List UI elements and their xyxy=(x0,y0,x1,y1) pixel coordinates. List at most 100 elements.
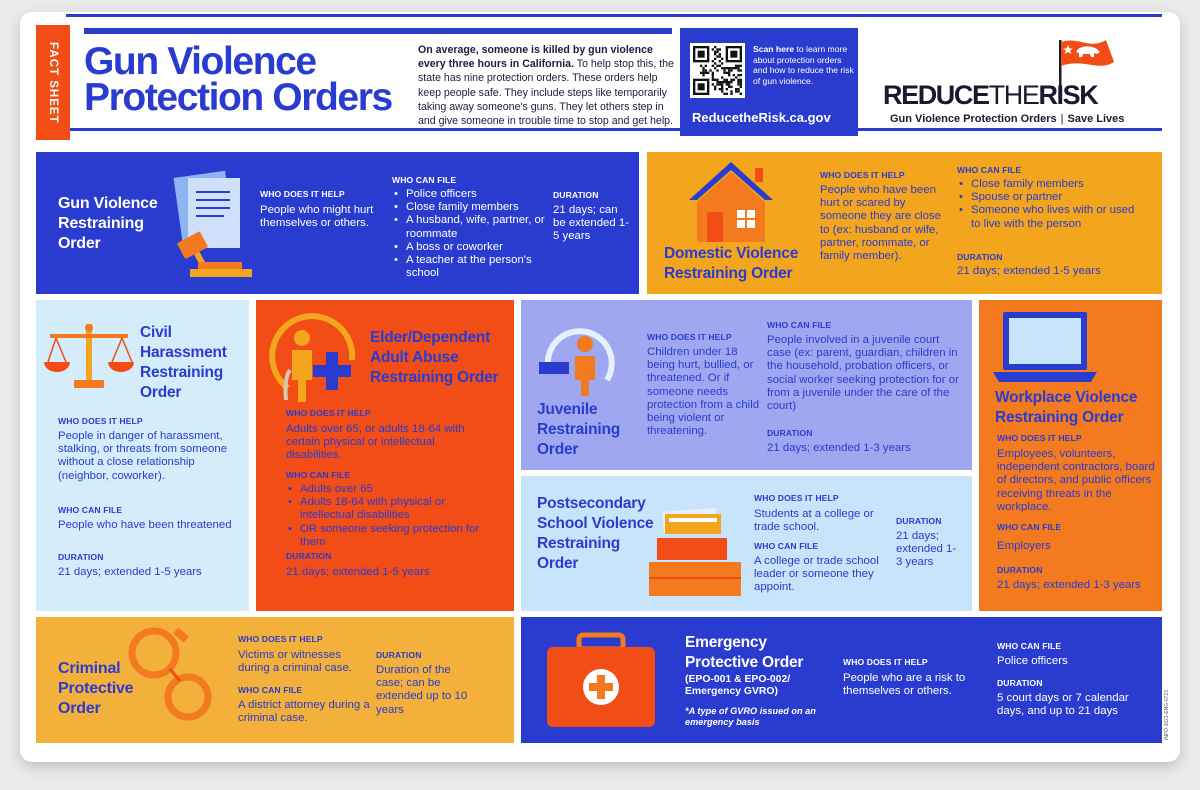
criminal-duration-label: DURATION xyxy=(376,650,422,660)
logo-tagline-left: Gun Violence Protection Orders xyxy=(890,113,1057,125)
workplace-duration-label: DURATION xyxy=(997,565,1043,575)
header-accent-bar xyxy=(84,28,672,34)
postsecondary-duration-text: 21 days; extended 1-3 years xyxy=(896,530,957,569)
dvro-who-file-label: WHO CAN FILE xyxy=(957,165,1022,175)
elder-title: Elder/Dependent Adult Abuse Restraining … xyxy=(370,329,499,386)
books-icon xyxy=(649,507,741,596)
gvro-who-help-label: WHO DOES IT HELP xyxy=(260,189,345,199)
workplace-card: Workplace Violence Restraining Order WHO… xyxy=(979,300,1162,611)
juvenile-who-help-text: Children under 18 being hurt, bullied, o… xyxy=(647,346,760,438)
elder-who-file-label: WHO CAN FILE xyxy=(286,470,351,480)
logo-tagline-right: Save Lives xyxy=(1067,113,1125,125)
juvenile-who-file-label: WHO CAN FILE xyxy=(767,320,832,330)
logo-reduce: REDUCE xyxy=(883,80,990,110)
dvro-who-help-text: People who have been hurt or scared by s… xyxy=(820,184,941,263)
elder-duration-label: DURATION xyxy=(286,551,332,561)
criminal-who-help-text: Victims or witnesses during a criminal c… xyxy=(238,649,352,675)
website-link[interactable]: ReducetheRisk.ca.gov xyxy=(692,110,831,125)
gvro-who-help-text: People who might hurt themselves or othe… xyxy=(260,204,374,230)
postsecondary-who-file-text: A college or trade school leader or some… xyxy=(754,555,879,594)
reduce-the-risk-logo: REDUCETHERISK xyxy=(883,80,1145,111)
list-item: Adults over 65 xyxy=(288,483,488,496)
epo-who-help-text: People who are a risk to themselves or o… xyxy=(843,672,966,698)
workplace-who-help-text: Employees, volunteers, independent contr… xyxy=(997,448,1155,513)
logo-the: THE xyxy=(988,80,1040,110)
workplace-who-file-label: WHO CAN FILE xyxy=(997,522,1062,532)
civil-who-help-label: WHO DOES IT HELP xyxy=(58,416,143,426)
workplace-who-file-text: Employers xyxy=(997,540,1051,552)
gvro-who-file-label: WHO CAN FILE xyxy=(392,175,457,185)
list-item: Close family members xyxy=(959,178,1144,191)
criminal-card: Criminal Protective Order WHO DOES IT HE… xyxy=(36,617,514,743)
criminal-duration-text: Duration of the case; can be extended up… xyxy=(376,664,468,716)
list-item: A teacher at the person's school xyxy=(394,254,546,280)
civil-who-file-text: People who have been threatened xyxy=(58,519,232,531)
list-item: OR someone seeking protection for them xyxy=(288,523,488,549)
civil-title: Civil Harassment Restraining Order xyxy=(140,324,227,401)
dvro-title: Domestic Violence Restraining Order xyxy=(664,245,799,282)
page-title: Gun Violence Protection Orders xyxy=(84,42,414,119)
document-gavel-icon xyxy=(173,170,252,278)
postsecondary-who-file-label: WHO CAN FILE xyxy=(754,541,819,551)
epo-who-file-text: Police officers xyxy=(997,655,1068,667)
juvenile-who-file-text: People involved in a juvenile court case… xyxy=(767,334,959,413)
civil-who-file-label: WHO CAN FILE xyxy=(58,505,123,515)
header-frame xyxy=(66,14,1162,131)
workplace-title: Workplace Violence Restraining Order xyxy=(995,389,1138,426)
fact-sheet-tag: FACT SHEET xyxy=(36,25,70,140)
elder-medical-icon xyxy=(269,313,356,402)
epo-card: Emergency Protective Order (EPO-001 & EP… xyxy=(521,617,1162,743)
list-item: A husband, wife, partner, or roommate xyxy=(394,214,546,240)
juvenile-title: Juvenile Restraining Order xyxy=(537,401,621,458)
list-item: Someone who lives with or used to live w… xyxy=(959,204,1144,230)
postsecondary-duration-label: DURATION xyxy=(896,516,942,526)
list-item: Spouse or partner xyxy=(959,191,1144,204)
postsecondary-who-help-label: WHO DOES IT HELP xyxy=(754,493,839,503)
epo-note: *A type of GVRO issued on an emergency b… xyxy=(685,706,816,727)
juvenile-card: Juvenile Restraining Order WHO DOES IT H… xyxy=(521,300,972,470)
criminal-title: Criminal Protective Order xyxy=(58,660,134,717)
epo-subtitle: (EPO-001 & EPO-002/ Emergency GVRO) xyxy=(685,674,791,697)
epo-duration-label: DURATION xyxy=(997,678,1043,688)
juvenile-who-help-label: WHO DOES IT HELP xyxy=(647,332,732,342)
juvenile-duration-text: 21 days; extended 1-3 years xyxy=(767,442,911,454)
qr-code-icon[interactable] xyxy=(690,43,745,98)
footer-code: INFO-1021-ENG-0723 xyxy=(1164,690,1170,741)
civil-who-help-text: People in danger of harassment, stalking… xyxy=(58,430,228,482)
criminal-who-file-text: A district attorney during a criminal ca… xyxy=(238,699,370,725)
intro-paragraph: On average, someone is killed by gun vio… xyxy=(418,43,676,128)
gvro-duration-label: DURATION xyxy=(553,190,599,200)
intro-rest: To help stop this, the state has nine pr… xyxy=(418,58,674,128)
elder-duration-text: 21 days; extended 1-5 years xyxy=(286,566,430,578)
civil-duration-label: DURATION xyxy=(58,552,104,562)
list-item: Police officers xyxy=(394,188,546,201)
dvro-duration-label: DURATION xyxy=(957,252,1003,262)
handcuffs-icon xyxy=(128,627,212,721)
bear-flag-icon xyxy=(1059,40,1114,86)
workplace-who-help-label: WHO DOES IT HELP xyxy=(997,433,1082,443)
logo-tagline: Gun Violence Protection Orders|Save Live… xyxy=(890,113,1125,125)
gvro-title: Gun Violence Restraining Order xyxy=(58,195,158,252)
dvro-who-help-label: WHO DOES IT HELP xyxy=(820,170,905,180)
juvenile-duration-label: DURATION xyxy=(767,428,813,438)
first-aid-kit-icon xyxy=(547,632,655,727)
intro-bold: On average, someone is killed by gun vio… xyxy=(418,44,653,71)
civil-duration-text: 21 days; extended 1-5 years xyxy=(58,566,202,578)
gvro-card: Gun Violence Restraining Order WHO DOES … xyxy=(36,152,639,294)
scales-icon xyxy=(44,324,134,388)
postsecondary-who-help-text: Students at a college or trade school. xyxy=(754,508,874,534)
epo-title: Emergency Protective Order xyxy=(685,634,804,671)
criminal-who-file-label: WHO CAN FILE xyxy=(238,685,303,695)
house-icon xyxy=(689,162,773,242)
elder-who-help-text: Adults over 65, or adults 18-64 with cer… xyxy=(286,423,465,462)
postsecondary-title: Postsecondary School Violence Restrainin… xyxy=(537,495,654,572)
page-title-line2: Protection Orders xyxy=(84,76,393,119)
list-item: A boss or coworker xyxy=(394,241,546,254)
qr-caption-rest: to learn more about protection orders an… xyxy=(753,44,854,86)
child-icon xyxy=(539,328,615,396)
dvro-card: Domestic Violence Restraining Order WHO … xyxy=(647,152,1162,294)
list-item: Adults 18-64 with physical or intellectu… xyxy=(288,496,488,522)
elder-who-help-label: WHO DOES IT HELP xyxy=(286,408,371,418)
workplace-duration-text: 21 days; extended 1-3 years xyxy=(997,579,1141,591)
laptop-icon xyxy=(993,312,1097,382)
